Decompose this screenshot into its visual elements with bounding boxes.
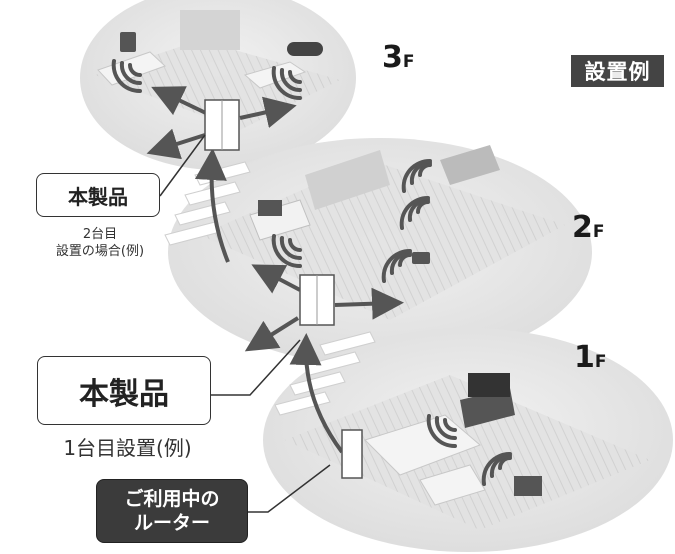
floor-label-1f: 1F	[574, 340, 606, 375]
floor-suffix: F	[592, 222, 605, 242]
floor-suffix: F	[594, 352, 607, 372]
floor-label-2f: 2F	[572, 210, 604, 245]
product-callout-lower: 本製品	[37, 356, 211, 425]
staircase-lower	[274, 331, 376, 416]
second-unit-caption-line2: 設置の場合(例)	[55, 244, 145, 259]
router-label-line1: ご利用中の	[124, 488, 220, 510]
floor-label-3f: 3F	[382, 40, 414, 75]
second-unit-caption: 2台目 設置の場合(例)	[30, 226, 170, 260]
signal-arrows	[146, 86, 404, 454]
floor-number: 1	[574, 340, 595, 375]
router-label-line2: ルーター	[133, 512, 210, 534]
monitor-icon	[514, 476, 542, 496]
laptop-icon	[258, 200, 282, 216]
wifi-signal-icons	[111, 59, 512, 486]
product-callout-upper: 本製品	[36, 173, 160, 217]
callout-leader-lines	[159, 134, 331, 513]
second-unit-caption-line1: 2台目	[82, 227, 118, 242]
example-badge: 設置例	[571, 55, 664, 87]
extender-unit-2f	[299, 274, 335, 326]
first-unit-caption: 1台目設置(例)	[63, 436, 192, 460]
floor-suffix: F	[402, 52, 415, 72]
camera-icon	[412, 252, 430, 264]
router-label: ご利用中の ルーター	[96, 479, 248, 543]
floor-number: 2	[572, 210, 593, 245]
floor-2f	[168, 138, 592, 366]
tv-icon	[468, 373, 510, 397]
game-console-icon	[287, 42, 323, 56]
extender-unit-3f	[204, 99, 240, 151]
floor-number: 3	[382, 40, 403, 75]
tablet-icon	[120, 32, 136, 52]
router-unit-1f	[341, 429, 363, 479]
